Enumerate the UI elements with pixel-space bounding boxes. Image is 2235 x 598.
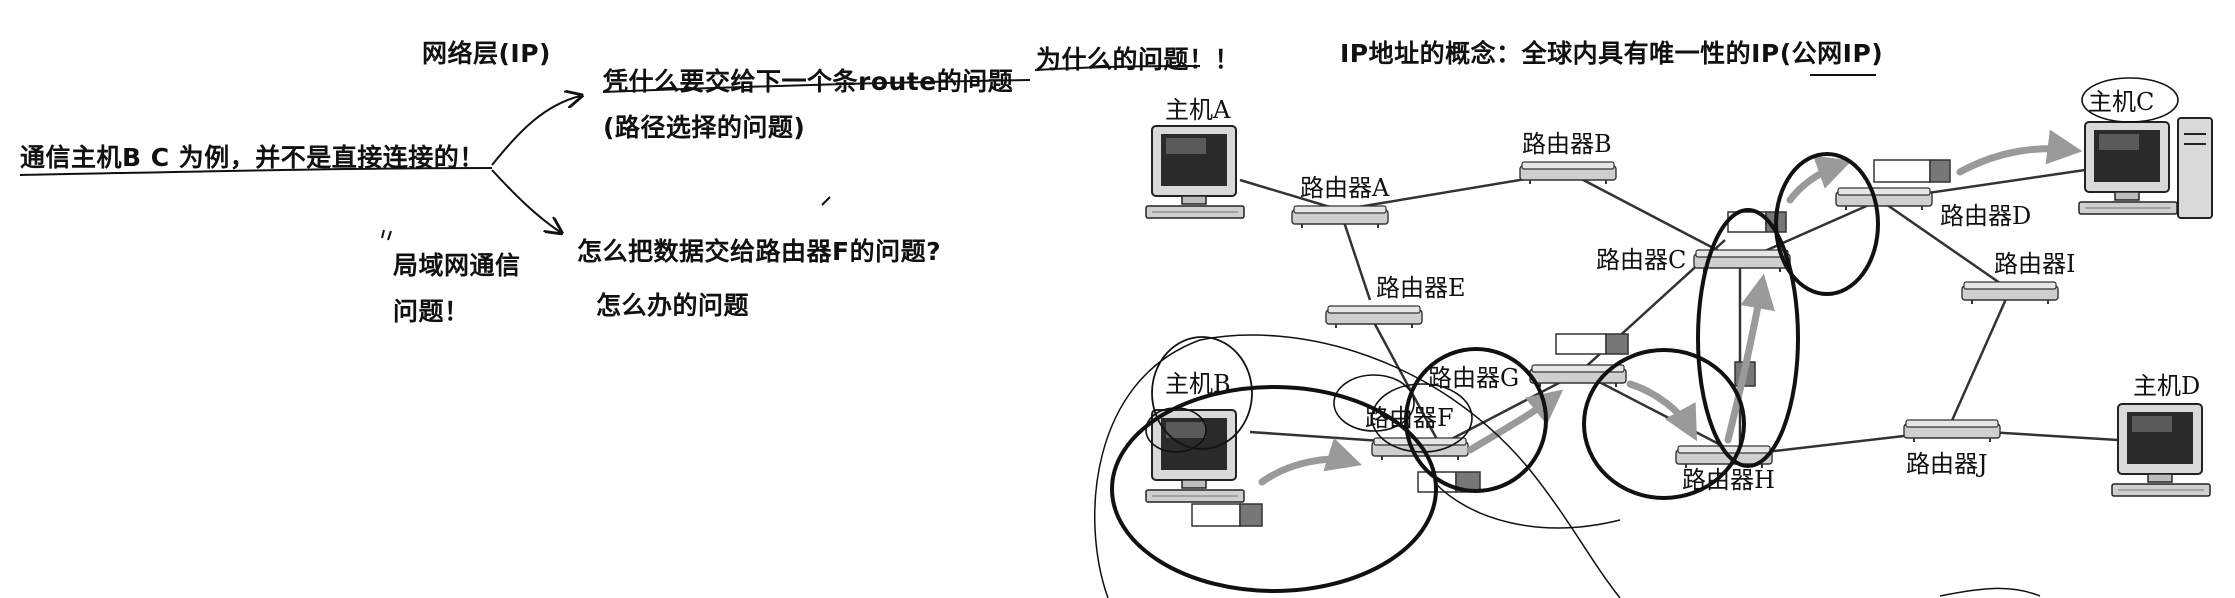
host-d [2111,403,2211,497]
note-example: 通信主机B C 为例，并不是直接连接的！ [20,143,485,172]
label-router-d: 路由器D [1940,202,2031,230]
label-host-c: 主机C [2088,88,2154,116]
note-lan-line2: 问题！ [393,297,470,326]
note-network-layer: 网络层(IP) [422,39,551,68]
flow-arrows [1258,129,2083,486]
label-router-i: 路由器I [1994,250,2075,278]
host-a [1145,125,1245,219]
label-router-j: 路由器J [1906,450,1988,478]
label-host-a: 主机A [1165,96,1231,124]
router-b [1519,161,1617,185]
note-how-to-do: 怎么办的问题 [596,291,750,320]
ink-circles [1094,77,2179,598]
router-a [1291,205,1389,229]
label-host-d: 主机D [2133,372,2200,400]
host-c [2078,117,2213,219]
label-router-b: 路由器B [1522,130,1612,158]
note-how-to-router-f: 怎么把数据交给路由器F的问题? [577,237,942,266]
label-router-c: 路由器C [1596,246,1686,274]
label-router-h: 路由器H [1682,466,1775,494]
label-router-g: 路由器G [1428,364,1519,392]
router-i [1961,281,2059,305]
label-host-b: 主机B [1165,370,1231,398]
brace-arrows [19,65,1876,241]
label-router-f: 路由器F [1365,404,1454,432]
note-ip-concept: IP地址的概念：全球内具有唯一性的IP(公网IP) [1340,39,1884,68]
router-j [1903,419,2001,443]
note-lan-line1: 局域网通信 [393,251,521,280]
router-d [1835,187,1933,211]
label-router-a: 路由器A [1300,174,1390,202]
label-router-e: 路由器E [1376,274,1466,302]
note-path-selection: (路径选择的问题) [603,113,806,142]
